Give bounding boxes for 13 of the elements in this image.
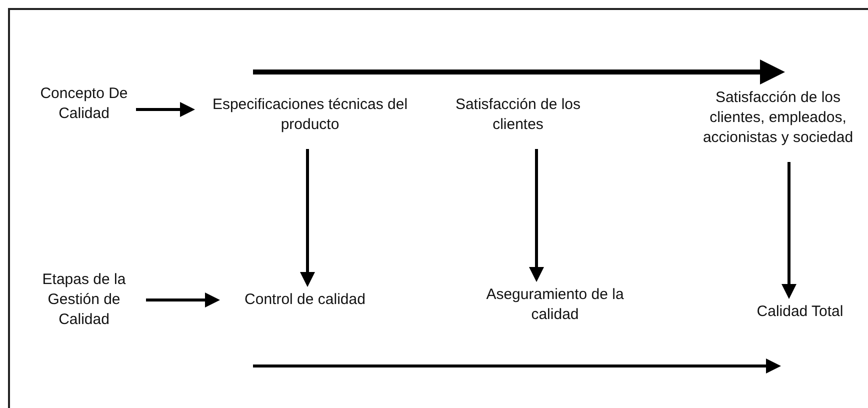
node-text: Satisfacción de los clientes (428, 95, 608, 135)
arrow (136, 102, 195, 117)
node-text: Aseguramiento de la calidad (465, 285, 645, 325)
arrow (300, 149, 315, 287)
node-text: Satisfacción de los clientes, empleados, accionistas y sociedad (690, 88, 866, 148)
node-text: Control de calidad (225, 290, 385, 310)
node-text: Especificaciones técnicas del producto (200, 95, 420, 135)
node-text: Etapas de la Gestión de Calidad (28, 270, 140, 330)
arrow (529, 149, 544, 282)
arrow (146, 292, 220, 308)
node-text: Calidad Total (742, 302, 858, 322)
node-text: Concepto De Calidad (38, 84, 130, 124)
arrow (782, 162, 796, 299)
